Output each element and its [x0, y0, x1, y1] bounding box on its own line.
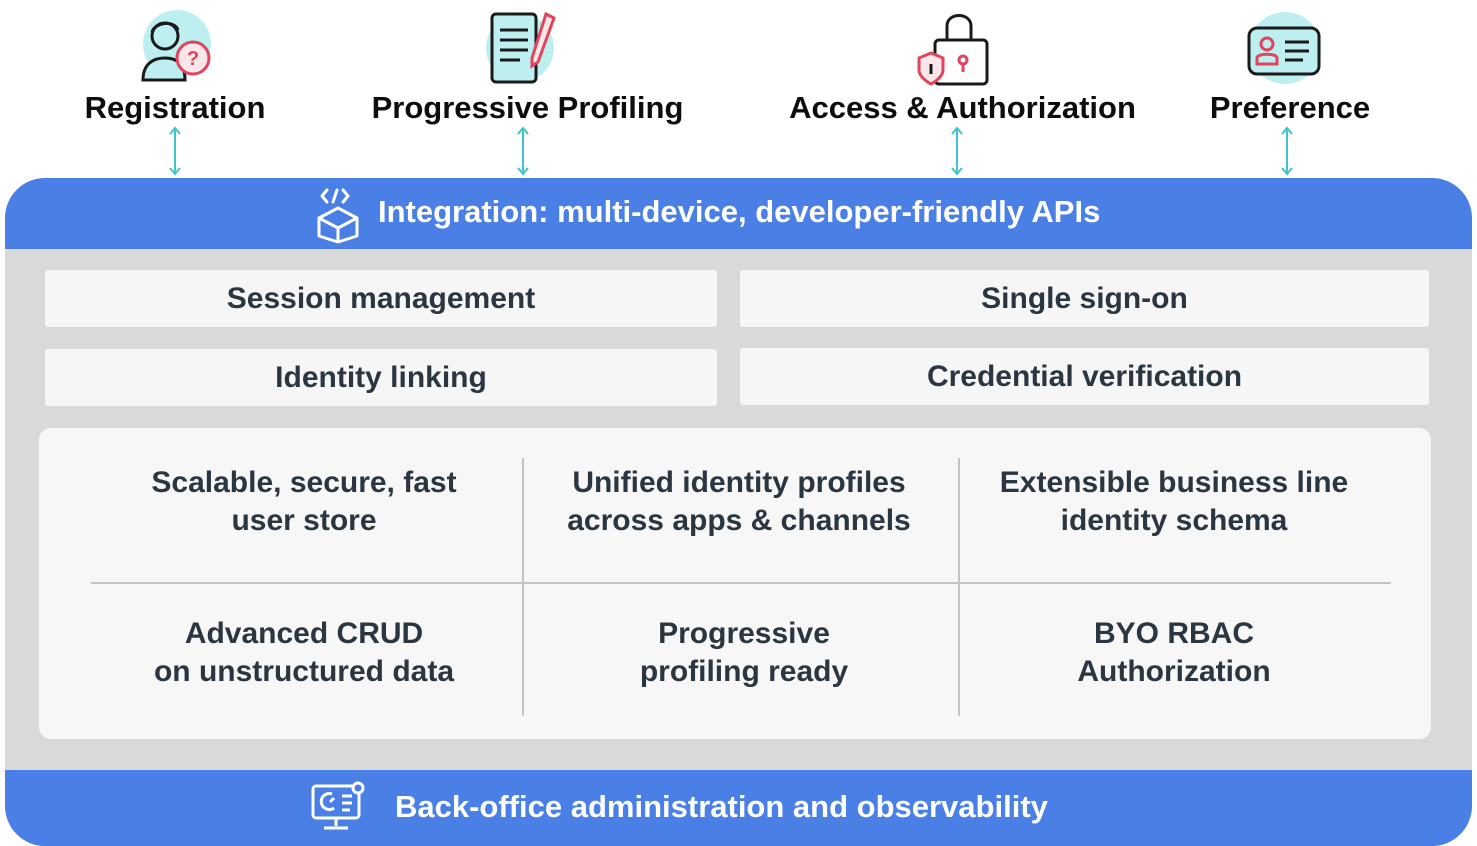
grid-cell-progressive-profiling-line1: Progressive	[658, 617, 830, 650]
platform-frame: Integration: multi-device, developer-fri…	[5, 178, 1472, 846]
progressive-profiling-arrow-icon	[517, 126, 529, 176]
code-box-icon	[317, 188, 359, 244]
grid-cell-advanced-crud-line2: on unstructured data	[153, 655, 454, 688]
access-authorization-label: Access & Authorization	[789, 90, 1136, 125]
single-sign-on-box: Single sign-on	[740, 270, 1429, 327]
preference-item: Preference	[1200, 0, 1380, 178]
grid-cell-rbac: BYO RBAC Authorization	[969, 615, 1379, 691]
grid-divider-vertical-2	[958, 458, 960, 716]
integration-band: Integration: multi-device, developer-fri…	[5, 178, 1472, 249]
grid-cell-identity-schema-line2: identity schema	[1060, 504, 1288, 537]
session-management-box: Session management	[45, 270, 717, 327]
grid-cell-progressive-profiling-line2: profiling ready	[639, 655, 849, 688]
access-authorization-arrow-icon	[951, 126, 963, 176]
grid-cell-advanced-crud: Advanced CRUD on unstructured data	[99, 615, 509, 691]
backoffice-label: Back-office administration and observabi…	[395, 789, 1048, 824]
progressive-profiling-item: Progressive Profiling	[365, 0, 690, 178]
identity-linking-box: Identity linking	[45, 349, 717, 406]
grid-cell-rbac-line1: BYO RBAC	[1093, 617, 1254, 650]
registration-arrow-icon	[169, 126, 181, 176]
registration-label: Registration	[84, 90, 266, 125]
grid-cell-advanced-crud-line1: Advanced CRUD	[184, 617, 424, 650]
backoffice-band: Back-office administration and observabi…	[5, 770, 1472, 846]
grid-cell-identity-schema-line1: Extensible business line	[999, 466, 1349, 499]
integration-label: Integration: multi-device, developer-fri…	[378, 194, 1101, 229]
preference-arrow-icon	[1281, 126, 1293, 176]
grid-cell-unified-profiles-line1: Unified identity profiles	[572, 466, 906, 499]
grid-cell-unified-profiles-line2: across apps & channels	[567, 504, 911, 537]
progressive-profiling-label: Progressive Profiling	[371, 90, 684, 125]
grid-divider-horizontal	[91, 582, 1391, 584]
grid-cell-user-store-line2: user store	[231, 504, 377, 537]
grid-cell-unified-profiles: Unified identity profiles across apps & …	[534, 464, 944, 540]
grid-cell-progressive-profiling: Progressive profiling ready	[539, 615, 949, 691]
access-authorization-item: Access & Authorization	[780, 0, 1145, 178]
padlock-shield-icon	[917, 14, 989, 86]
grid-cell-rbac-line2: Authorization	[1077, 655, 1271, 688]
grid-cell-user-store-line1: Scalable, secure, fast	[151, 466, 457, 499]
credential-verification-box: Credential verification	[740, 348, 1429, 405]
user-question-icon: ?	[141, 10, 211, 82]
capabilities-panel: Scalable, secure, fast user store Unifie…	[39, 428, 1431, 739]
grid-cell-user-store: Scalable, secure, fast user store	[99, 464, 509, 540]
id-card-icon	[1247, 12, 1321, 84]
registration-item: ? Registration	[75, 0, 275, 178]
grid-divider-vertical-1	[522, 458, 524, 716]
grid-cell-identity-schema: Extensible business line identity schema	[969, 464, 1379, 540]
svg-text:?: ?	[187, 48, 199, 70]
preference-label: Preference	[1209, 90, 1371, 125]
document-pen-icon	[486, 11, 556, 84]
monitor-gear-icon	[311, 781, 365, 830]
